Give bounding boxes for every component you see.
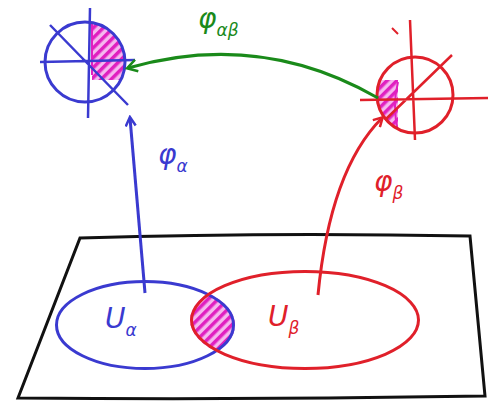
subscript-text: α bbox=[126, 320, 137, 340]
chart-map-arrow bbox=[318, 118, 382, 295]
map-label: φβ bbox=[372, 165, 405, 198]
subscript-text: β bbox=[392, 183, 403, 203]
subscript-text: α bbox=[176, 156, 187, 176]
symbol-text: φ bbox=[158, 138, 176, 171]
overlap-hatch bbox=[190, 270, 420, 370]
map-label: φαβ bbox=[196, 2, 241, 35]
chart-disk-alpha bbox=[40, 8, 135, 118]
map-label: φα bbox=[156, 138, 190, 171]
ellipse-outline bbox=[190, 270, 420, 370]
manifold-sheet bbox=[18, 234, 485, 398]
symbol-text: U bbox=[105, 302, 126, 335]
open-set-region: Uβ bbox=[190, 270, 420, 370]
symbol-text: φ bbox=[374, 165, 392, 198]
transition-map-arrow bbox=[128, 54, 378, 98]
symbol-text: U bbox=[268, 300, 289, 333]
chart-map-arrow bbox=[130, 118, 145, 293]
subscript-text: β bbox=[289, 318, 300, 338]
subscript-text: αβ bbox=[216, 20, 238, 40]
region-label: Uα bbox=[105, 302, 137, 335]
region-label: Uβ bbox=[268, 300, 299, 333]
symbol-text: φ bbox=[198, 2, 216, 35]
